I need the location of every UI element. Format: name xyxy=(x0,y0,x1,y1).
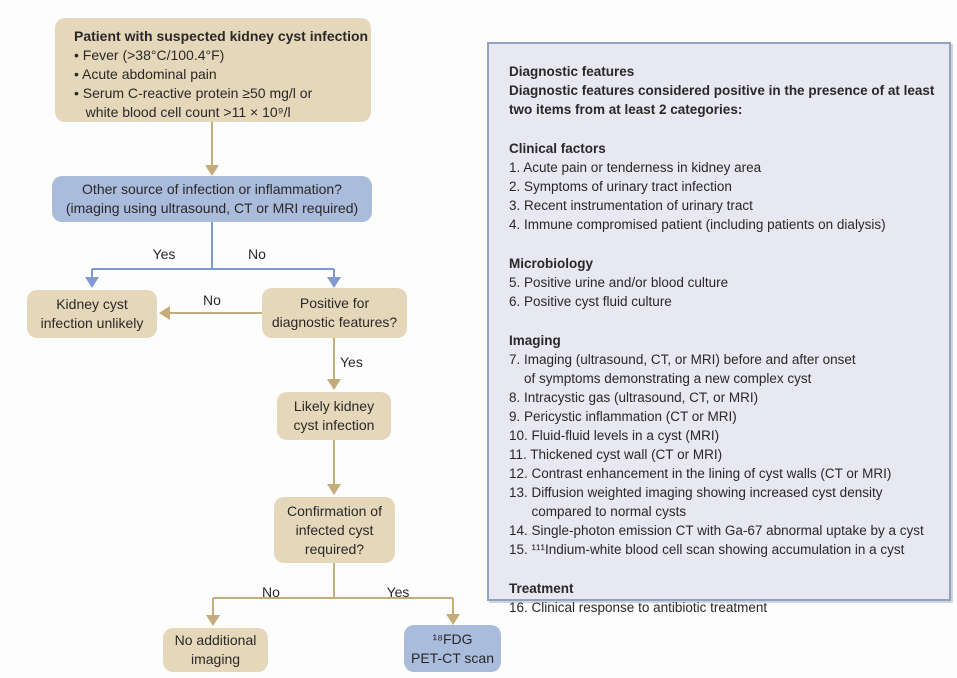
section-clinical-factors: Clinical factors 1. Acute pain or tender… xyxy=(509,139,935,234)
start-box-bullet: white blood cell count >11 × 10⁹/l xyxy=(74,104,291,120)
panel-subtitle-line: Diagnostic features considered positive … xyxy=(509,83,935,98)
list-item: 11. Thickened cyst wall (CT or MRI) xyxy=(509,447,723,462)
outcome-no-imaging-box: No additional imaging xyxy=(163,628,268,672)
outcome-petct-line: ¹⁸FDG xyxy=(432,630,473,647)
branch1-yes-label: Yes xyxy=(152,246,176,262)
list-item: 3. Recent instrumentation of urinary tra… xyxy=(509,198,753,213)
outcome-no-imaging-line: No additional xyxy=(174,632,257,648)
arrow-positive-to-unlikely xyxy=(159,306,262,320)
arrow-likely-to-confirmation xyxy=(327,440,341,495)
branch1-no-label: No xyxy=(248,246,266,262)
decision-other-source-box: Other source of infection or inflammatio… xyxy=(52,176,372,222)
list-item: 10. Fluid-fluid levels in a cyst (MRI) xyxy=(509,428,720,443)
outcome-likely-box: Likely kidney cyst infection xyxy=(277,392,391,440)
outcome-likely-line: Likely kidney xyxy=(293,398,375,414)
list-item: of symptoms demonstrating a new complex … xyxy=(509,371,812,386)
start-box-suspected-infection: Patient with suspected kidney cyst infec… xyxy=(55,18,371,122)
decision-confirmation-line: required? xyxy=(304,540,365,557)
list-item: 5. Positive urine and/or blood culture xyxy=(509,275,729,290)
yes-to-likely-label: Yes xyxy=(340,354,363,370)
list-item: 15. ¹¹¹Indium-white blood cell scan show… xyxy=(509,542,905,557)
decision-confirmation-box: Confirmation of infected cyst required? xyxy=(274,497,395,563)
outcome-petct-line: PET-CT scan xyxy=(411,649,494,666)
decision-diagnostic-line: diagnostic features? xyxy=(271,314,398,330)
list-item: 4. Immune compromised patient (including… xyxy=(509,217,886,232)
start-box-bullet: • Acute abdominal pain xyxy=(74,66,217,82)
list-item: 12. Contrast enhancement in the lining o… xyxy=(509,466,892,481)
section-heading: Microbiology xyxy=(509,256,593,271)
diagnostic-features-panel: Diagnostic features Diagnostic features … xyxy=(487,42,951,615)
list-item: 6. Positive cyst fluid culture xyxy=(509,294,672,309)
arrow-positive-to-likely xyxy=(327,338,341,390)
decision-diagnostic-features-box: Positive for diagnostic features? xyxy=(262,288,407,338)
branch2-no-label: No xyxy=(262,584,280,600)
list-item: 14. Single-photon emission CT with Ga-67… xyxy=(509,523,924,538)
start-box-bullet: • Fever (>38°C/100.4°F) xyxy=(74,47,225,63)
decision-confirmation-line: Confirmation of xyxy=(287,502,382,519)
branch2-yes-label: Yes xyxy=(386,584,410,600)
arrow-decision-split xyxy=(85,222,341,288)
decision-other-source-line: Other source of infection or inflammatio… xyxy=(82,181,342,197)
outcome-no-imaging-line: imaging xyxy=(190,651,241,667)
outcome-likely-line: cyst infection xyxy=(293,417,375,433)
outcome-petct-box: ¹⁸FDG PET-CT scan xyxy=(404,625,501,672)
section-heading: Imaging xyxy=(509,333,561,348)
arrow-start-to-decision xyxy=(205,122,219,176)
section-microbiology: Microbiology 5. Positive urine and/or bl… xyxy=(509,254,935,311)
list-item: 7. Imaging (ultrasound, CT, or MRI) befo… xyxy=(509,352,856,367)
section-treatment: Treatment 16. Clinical response to antib… xyxy=(509,579,935,617)
list-item: 2. Symptoms of urinary tract infection xyxy=(509,179,732,194)
section-heading: Treatment xyxy=(509,581,574,596)
list-item: 13. Diffusion weighted imaging showing i… xyxy=(509,485,883,500)
decision-diagnostic-line: Positive for xyxy=(299,295,370,311)
decision-other-source-line: (imaging using ultrasound, CT or MRI req… xyxy=(65,200,359,216)
section-heading: Clinical factors xyxy=(509,141,606,156)
start-box-title: Patient with suspected kidney cyst infec… xyxy=(74,28,369,44)
no-to-unlikely-label: No xyxy=(203,292,221,308)
panel-subtitle-line: two items from at least 2 categories: xyxy=(509,102,743,117)
list-item: 9. Pericystic inflammation (CT or MRI) xyxy=(509,409,737,424)
list-item: 16. Clinical response to antibiotic trea… xyxy=(509,600,768,615)
section-imaging: Imaging 7. Imaging (ultrasound, CT, or M… xyxy=(509,331,935,559)
outcome-unlikely-line: infection unlikely xyxy=(40,315,144,331)
panel-title: Diagnostic features xyxy=(509,64,635,79)
start-box-bullet: • Serum C-reactive protein ≥50 mg/l or xyxy=(74,85,313,101)
list-item: 1. Acute pain or tenderness in kidney ar… xyxy=(509,160,762,175)
list-item: compared to normal cysts xyxy=(509,504,687,519)
decision-confirmation-line: infected cyst xyxy=(295,521,374,538)
outcome-unlikely-line: Kidney cyst xyxy=(56,296,128,312)
list-item: 8. Intracystic gas (ultrasound, CT, or M… xyxy=(509,390,759,405)
outcome-unlikely-box: Kidney cyst infection unlikely xyxy=(27,290,157,338)
